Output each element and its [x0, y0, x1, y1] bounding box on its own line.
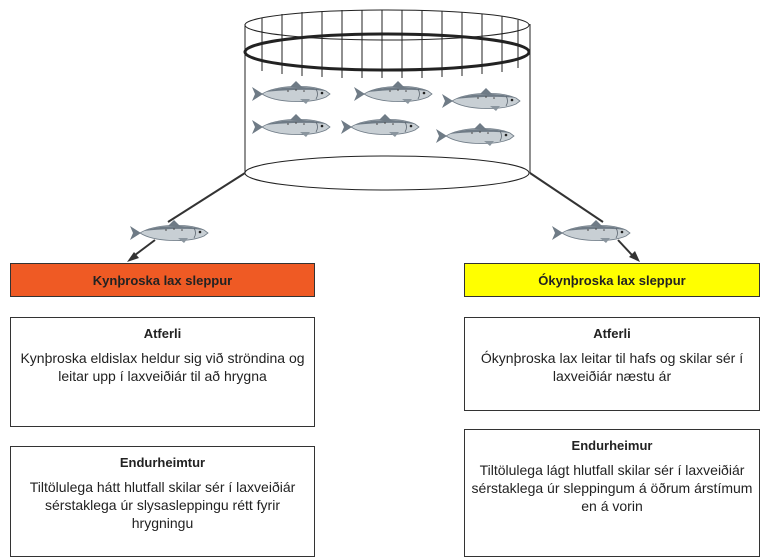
- connector-left: [127, 173, 245, 262]
- immature-behavior-box: Atferli Ókynþroska lax leitar til hafs o…: [464, 317, 760, 411]
- mature-recovery-box: Endurheimtur Tiltölulega hátt hlutfall s…: [10, 446, 315, 557]
- mature-escape-header-label: Kynþroska lax sleppur: [93, 273, 232, 288]
- immature-recovery-box: Endurheimur Tiltölulega lágt hlutfall sk…: [464, 429, 760, 557]
- immature-recovery-text: Tiltölulega lágt hlutfall skilar sér í l…: [465, 461, 759, 515]
- connector-right: [530, 173, 640, 262]
- mature-recovery-title: Endurheimtur: [11, 455, 314, 470]
- salmon-icon: [341, 114, 419, 137]
- immature-escape-header-label: Ókynþroska lax sleppur: [538, 273, 685, 288]
- salmon-icon: [436, 123, 514, 146]
- mature-behavior-box: Atferli Kynþroska eldislax heldur sig vi…: [10, 317, 315, 427]
- immature-escape-header: Ókynþroska lax sleppur: [464, 263, 760, 297]
- mature-escape-header: Kynþroska lax sleppur: [10, 263, 315, 297]
- salmon-icon: [552, 220, 630, 243]
- salmon-icon: [354, 81, 432, 104]
- salmon-icon: [130, 220, 208, 243]
- salmon-icon: [442, 88, 520, 111]
- salmon-icon: [252, 114, 330, 137]
- fish-group: [252, 81, 520, 146]
- mature-recovery-text: Tiltölulega hátt hlutfall skilar sér í l…: [11, 478, 314, 532]
- immature-behavior-text: Ókynþroska lax leitar til hafs og skilar…: [465, 349, 759, 385]
- mature-behavior-title: Atferli: [11, 326, 314, 341]
- mature-behavior-text: Kynþroska eldislax heldur sig við strönd…: [11, 349, 314, 385]
- immature-recovery-title: Endurheimur: [465, 438, 759, 453]
- immature-behavior-title: Atferli: [465, 326, 759, 341]
- salmon-icon: [252, 81, 330, 104]
